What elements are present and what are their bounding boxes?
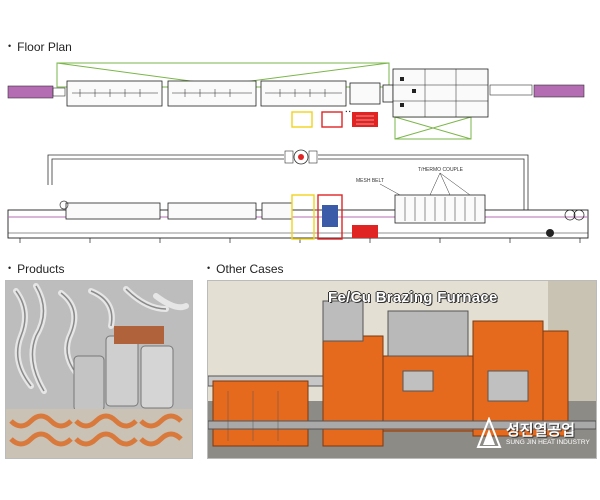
logo-english: SUNG JIN HEAT INDUSTRY [506, 439, 590, 446]
panel-red [317, 194, 343, 240]
panel-red-filled [352, 225, 378, 238]
bullet-icon: • [207, 263, 211, 273]
heat-chamber [392, 68, 489, 118]
conveyor-frame [7, 209, 589, 239]
loader-left [7, 85, 54, 99]
floor-plan-drawing: ▪ ▪ [0, 55, 600, 250]
module-3 [260, 80, 347, 107]
products-heading: •Products [8, 262, 65, 276]
thermo-couple-label: T/HERMO COUPLE [418, 167, 464, 173]
floor-plan-heading: •Floor Plan [8, 40, 72, 54]
panel-yellow [291, 194, 315, 240]
logo-icon [476, 417, 502, 448]
other-cases-photo: Fe/Cu Brazing Furnace 성진열공업 SUNG JIN HEA… [207, 280, 597, 459]
bullet-icon: • [8, 263, 12, 273]
gas-pipe [47, 154, 529, 210]
legend-red-outline [321, 111, 343, 128]
products-photo [5, 280, 193, 459]
orange-housing-3 [382, 355, 474, 432]
bullet-icon: • [8, 41, 12, 51]
mesh-belt-label: MESH BELT [356, 178, 384, 184]
module-1 [66, 80, 163, 107]
unloader-right [533, 84, 585, 98]
other-cases-heading: •Other Cases [207, 262, 284, 276]
module-4 [349, 82, 381, 105]
logo-korean: 성진열공업 [506, 422, 576, 439]
plate-exchangers [73, 326, 174, 412]
legend-yellow [291, 111, 313, 128]
module-5 [382, 84, 394, 103]
legend-red-filled [352, 112, 378, 127]
plan-note: ▪ ▪ [346, 109, 351, 115]
furnace-title: Fe/Cu Brazing Furnace [328, 289, 498, 306]
module-2 [167, 80, 257, 107]
silver-chamber [387, 310, 469, 357]
orange-housing-1 [212, 380, 309, 447]
company-logo: 성진열공업 SUNG JIN HEAT INDUSTRY [476, 417, 591, 453]
